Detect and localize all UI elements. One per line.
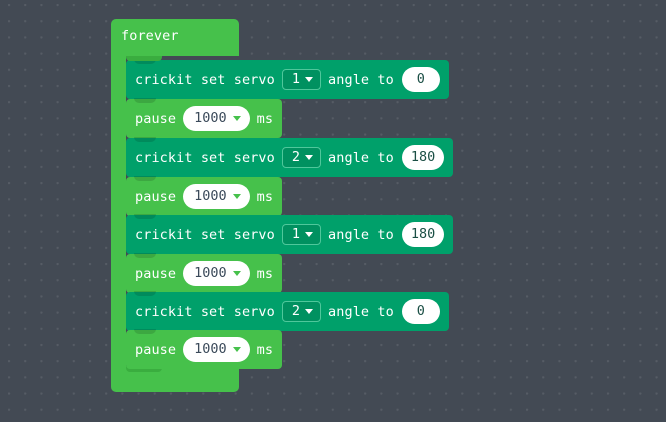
block-label-unit: ms [256, 110, 274, 127]
block-label-prefix: crickit set servo [135, 226, 275, 243]
forever-mouth-notch [126, 56, 162, 61]
block-label-angle-to: angle to [328, 226, 394, 243]
pause-duration-dropdown[interactable]: 1000 [183, 184, 250, 209]
block-pause[interactable]: pause 1000 ms [126, 98, 283, 138]
block-pause[interactable]: pause 1000 ms [126, 253, 283, 293]
forever-block-footer[interactable] [111, 366, 239, 392]
pause-duration-dropdown[interactable]: 1000 [183, 106, 250, 131]
angle-value-input[interactable]: 180 [401, 222, 445, 247]
block-label-unit: ms [256, 188, 274, 205]
block-label-unit: ms [256, 265, 274, 282]
block-label-prefix: pause [135, 265, 177, 282]
forever-footer-notch [126, 366, 162, 372]
angle-value-input[interactable]: 0 [401, 299, 440, 324]
block-label-angle-to: angle to [328, 149, 394, 166]
block-pause[interactable]: pause 1000 ms [126, 329, 283, 369]
pause-duration-value: 1000 [194, 109, 227, 126]
chevron-down-icon [305, 232, 314, 237]
servo-select-value: 1 [291, 70, 301, 87]
chevron-down-icon [232, 271, 241, 276]
forever-block-spine [111, 56, 126, 366]
chevron-down-icon [232, 194, 241, 199]
block-label-prefix: crickit set servo [135, 149, 275, 166]
pause-duration-value: 1000 [194, 187, 227, 204]
block-label-prefix: pause [135, 341, 177, 358]
block-pause[interactable]: pause 1000 ms [126, 176, 283, 216]
block-label-prefix: crickit set servo [135, 303, 275, 320]
chevron-down-icon [305, 155, 314, 160]
servo-select-dropdown[interactable]: 1 [281, 68, 322, 91]
pause-duration-value: 1000 [194, 264, 227, 281]
block-label-prefix: pause [135, 110, 177, 127]
servo-select-dropdown[interactable]: 2 [281, 300, 322, 323]
block-label-angle-to: angle to [328, 303, 394, 320]
chevron-down-icon [305, 77, 314, 82]
chevron-down-icon [232, 116, 241, 121]
angle-value-input[interactable]: 0 [401, 67, 440, 92]
chevron-down-icon [232, 347, 241, 352]
block-crickit-set-servo[interactable]: crickit set servo 1 angle to 180 [126, 214, 454, 254]
block-crickit-set-servo[interactable]: crickit set servo 1 angle to 0 [126, 59, 449, 99]
block-crickit-set-servo[interactable]: crickit set servo 2 angle to 0 [126, 291, 449, 331]
pause-duration-dropdown[interactable]: 1000 [183, 337, 250, 362]
servo-select-value: 1 [291, 225, 301, 242]
angle-value-input[interactable]: 180 [401, 145, 445, 170]
block-label-prefix: crickit set servo [135, 71, 275, 88]
block-label-angle-to: angle to [328, 71, 394, 88]
forever-block-header[interactable]: forever [111, 19, 239, 56]
pause-duration-value: 1000 [194, 340, 227, 357]
pause-duration-dropdown[interactable]: 1000 [183, 261, 250, 286]
block-label-unit: ms [256, 341, 274, 358]
servo-select-dropdown[interactable]: 1 [281, 223, 322, 246]
servo-select-dropdown[interactable]: 2 [281, 146, 322, 169]
forever-block-label: forever [121, 28, 179, 44]
forever-block[interactable]: forever [111, 19, 239, 392]
servo-select-value: 2 [291, 302, 301, 319]
chevron-down-icon [305, 309, 314, 314]
block-crickit-set-servo[interactable]: crickit set servo 2 angle to 180 [126, 137, 454, 177]
servo-select-value: 2 [291, 148, 301, 165]
block-label-prefix: pause [135, 188, 177, 205]
